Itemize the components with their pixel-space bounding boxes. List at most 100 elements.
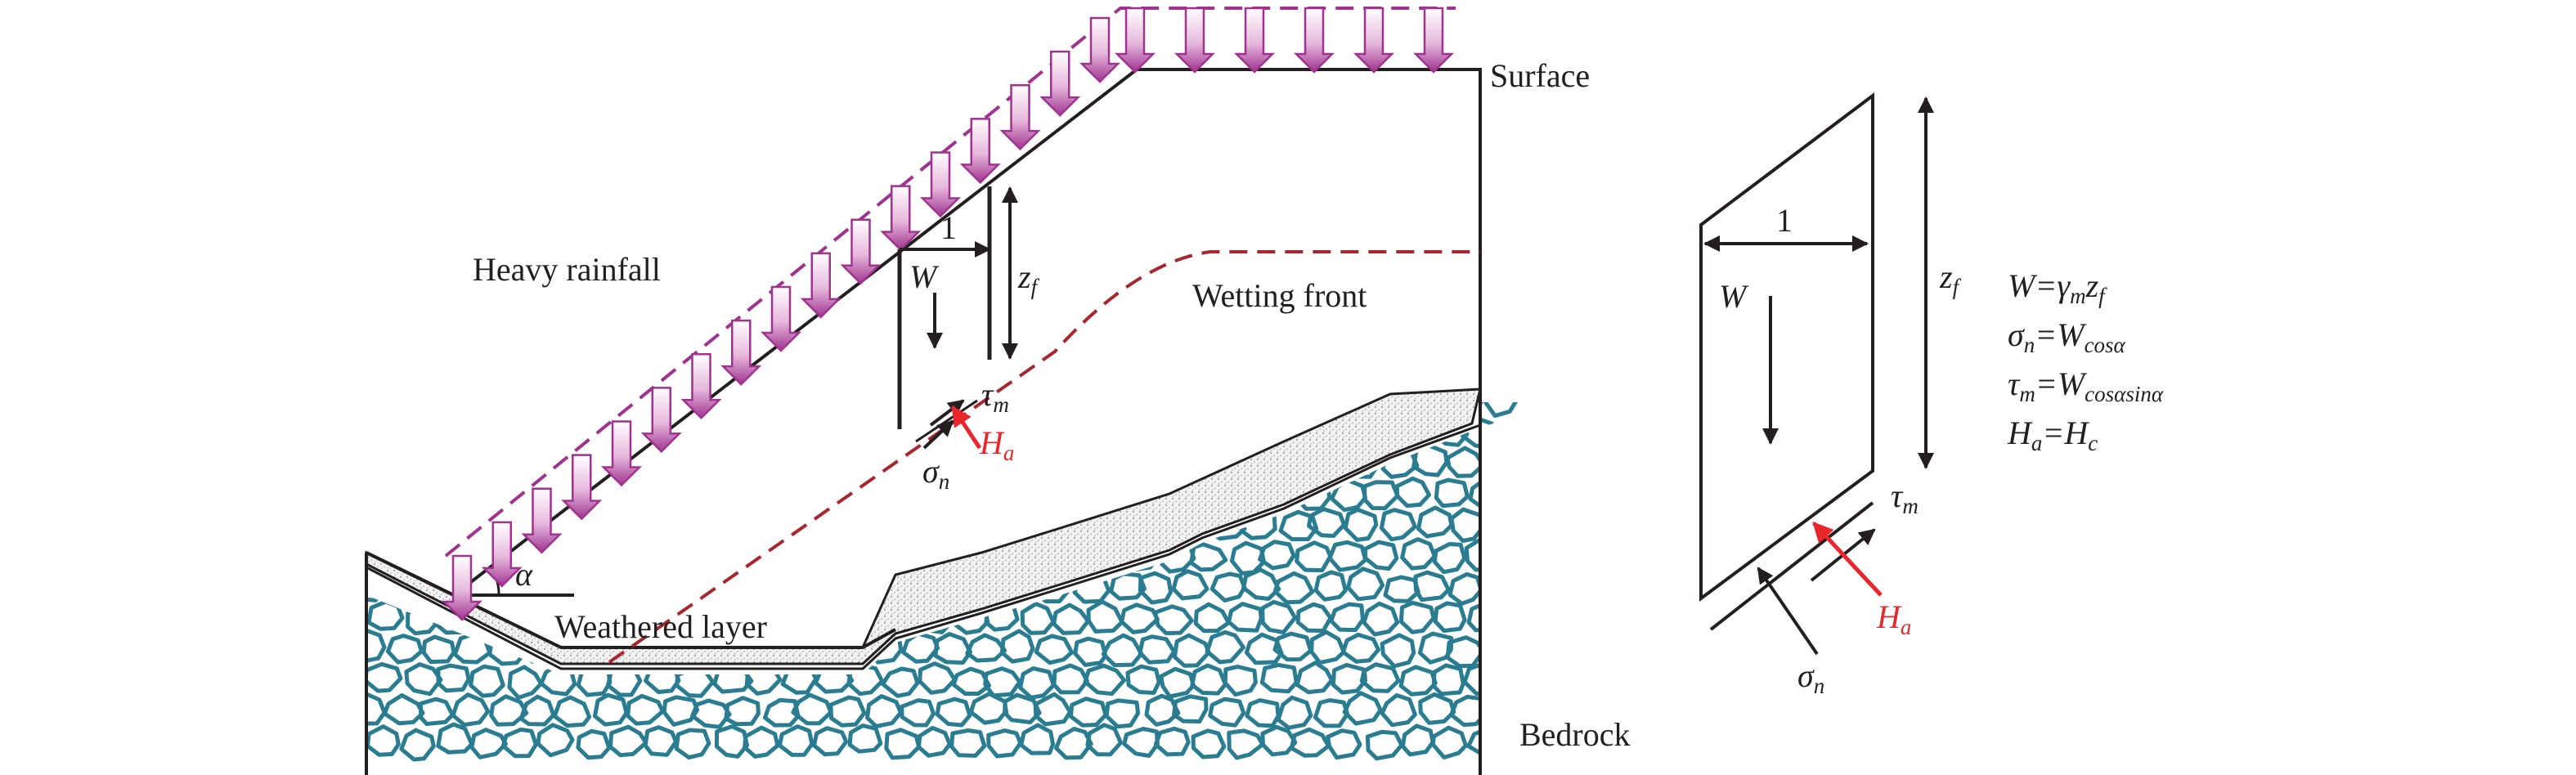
rock-cobble [1124,415,1162,446]
rock-cobble [436,722,474,755]
equation-line: σn=Wcosα [2008,316,2126,357]
rock-cobble [1173,633,1211,668]
rock-cobble [1104,698,1141,729]
rain-arrow [919,151,962,218]
rock-cobble [608,480,645,510]
rock-cobble [1362,601,1400,637]
rock-cobble [385,634,424,665]
rain-arrow [840,218,882,285]
rock-cobble [661,510,697,543]
rock-cobble [413,504,451,539]
rock-cobble [794,402,830,418]
rock-cobble [1153,604,1194,635]
rock-cobble [371,478,408,511]
rock-cobble [918,661,957,695]
rock-cobble [743,725,780,759]
rock-cobble [417,402,456,414]
slice-free-body-diagram: 1 zf W τm Ha σn W=γmzfσn=Wcosατm=Wcosαsi… [1699,92,2164,698]
rain-arrow [1174,7,1216,74]
rock-cobble [1418,692,1456,725]
rock-cobble [1019,723,1056,755]
rock-cobble [865,402,902,419]
fbd-depth-label: zf [1939,258,1962,299]
rain-arrow [720,319,762,386]
rock-cobble [405,482,444,511]
rock-cobble [1295,602,1333,634]
heavy-rainfall-label: Heavy rainfall [473,251,661,288]
rock-cobble [1416,505,1454,539]
normal-arrow [922,419,954,450]
rock-cobble [1449,507,1488,543]
rock-cobble [1208,697,1246,728]
fbd-base-line [1709,501,1874,631]
rock-cobble [366,447,388,482]
rock-cobble [757,508,797,540]
fbd-normal-label: σn [1797,657,1824,698]
rock-cobble [489,694,529,727]
rock-cobble [777,724,815,757]
rock-cobble [398,540,437,571]
rock-cobble [829,450,865,482]
rock-cobble [662,695,700,727]
rock-cobble [783,477,816,511]
normal-label: σn [922,453,949,494]
rain-arrow [640,387,682,454]
rock-cobble [1105,449,1142,481]
rock-cobble [900,698,936,728]
rock-cobble [626,693,665,726]
rock-cobble [500,727,538,759]
rock-cobble [846,418,882,448]
rock-cobble [815,478,855,509]
rock-cobble [1342,691,1383,726]
rock-cobble [846,538,882,572]
shear-label: τm [981,376,1009,417]
rock-cobble [1449,694,1491,728]
rock-cobble [469,664,505,698]
rock-cobble [797,444,836,479]
rock-cobble [418,697,455,726]
rock-cobble [847,723,883,754]
rock-cobble [1398,600,1436,634]
rock-cobble [1086,480,1123,512]
rock-cobble [1383,575,1420,603]
rock-cobble [1144,693,1181,727]
rock-cobble [679,417,717,448]
rock-cobble [1153,726,1191,757]
rock-cobble [1434,477,1470,508]
rock-cobble [1246,402,1282,419]
rock-cobble [1417,631,1454,665]
rock-cobble [1500,415,1537,448]
rock-cobble [1209,571,1247,603]
rock-cobble [1174,446,1212,476]
rock-cobble [711,477,751,510]
ha-arrow [950,405,982,450]
rock-cobble [1329,602,1365,633]
slice-depth-label: zf [1017,258,1040,299]
rock-cobble [792,511,832,542]
rock-cobble [1445,446,1486,478]
rock-cobble [761,571,797,607]
rock-cobble [366,629,387,664]
rock-cobble [881,536,918,571]
rock-cobble [1313,570,1348,602]
rain-arrow [600,420,643,487]
rain-arrow [680,353,722,420]
alpha-label: α [515,556,533,593]
rock-cobble [592,692,629,727]
rock-cobble [608,541,648,574]
rock-cobble [433,477,471,511]
rock-cobble [1141,402,1177,416]
bedrock-label: Bedrock [1519,716,1631,753]
rock-cobble [881,666,920,698]
rock-cobble [366,402,386,417]
rock-cobble [639,477,680,510]
rock-cobble [657,571,693,606]
rock-cobble [933,632,972,665]
rock-cobble [1085,723,1123,757]
rock-cobble [1159,666,1196,699]
rock-cobble [946,475,985,507]
rain-arrow [1039,50,1081,117]
fbd-normal-arrow [1757,567,1819,656]
rain-arrow [1079,16,1121,83]
rock-cobble [366,661,403,693]
